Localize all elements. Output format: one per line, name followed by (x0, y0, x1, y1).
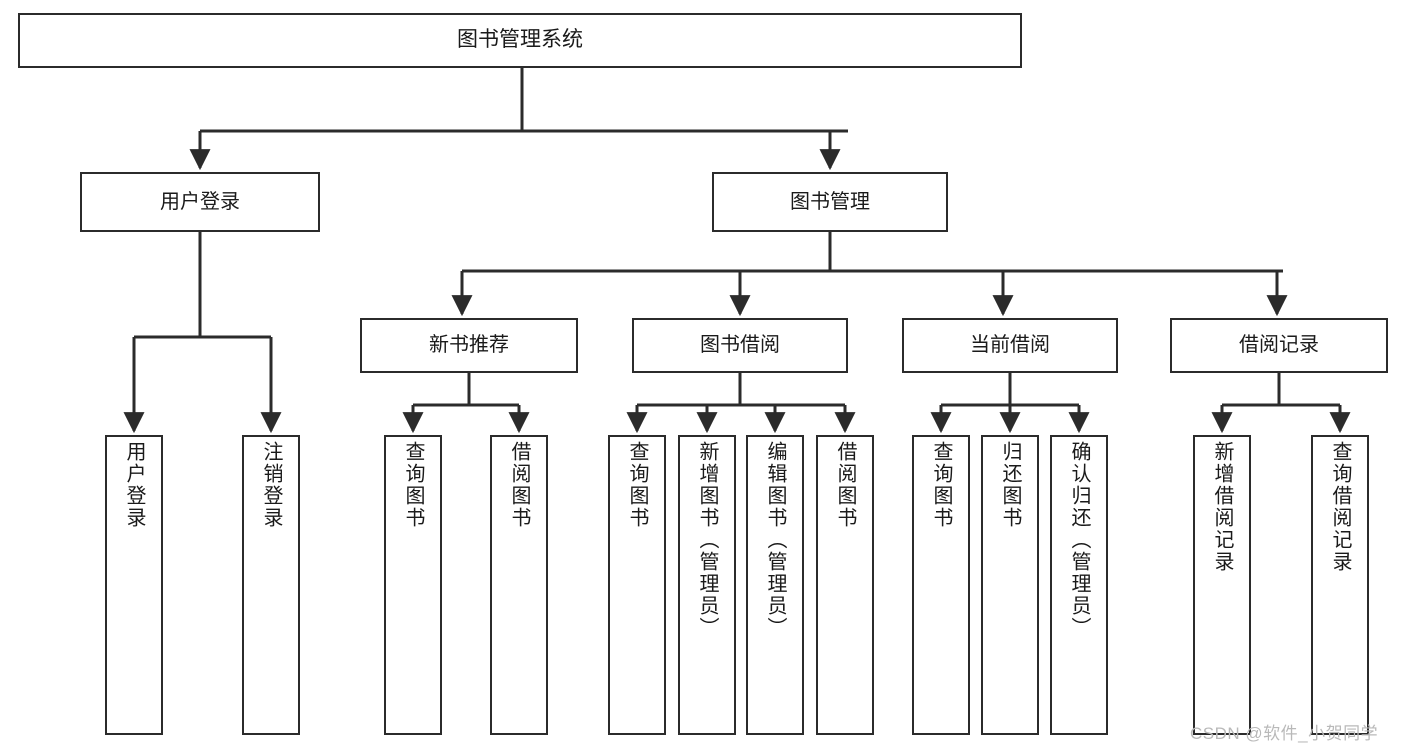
node-query-book-1[interactable]: 查询图书 (384, 435, 442, 735)
node-add-book-label: 新增图书（管理员） (696, 441, 718, 639)
node-query-book-1-label: 查询图书 (402, 441, 424, 529)
node-borrow-record-label: 借阅记录 (1239, 334, 1319, 356)
node-new-book-recommend[interactable]: 新书推荐 (360, 318, 578, 373)
node-user-logout-leaf-label: 注销登录 (260, 441, 282, 529)
node-edit-book-label: 编辑图书（管理员） (764, 441, 786, 639)
node-book-borrow[interactable]: 图书借阅 (632, 318, 848, 373)
node-borrow-book-1-label: 借阅图书 (508, 441, 530, 529)
node-book-borrow-label: 图书借阅 (700, 334, 780, 356)
node-current-borrow[interactable]: 当前借阅 (902, 318, 1118, 373)
node-book-management-label: 图书管理 (790, 190, 870, 213)
node-root-system[interactable]: 图书管理系统 (18, 13, 1022, 68)
node-borrow-book-2[interactable]: 借阅图书 (816, 435, 874, 735)
node-new-book-recommend-label: 新书推荐 (429, 334, 509, 356)
node-user-login[interactable]: 用户登录 (80, 172, 320, 232)
node-edit-book[interactable]: 编辑图书（管理员） (746, 435, 804, 735)
node-borrow-book-1[interactable]: 借阅图书 (490, 435, 548, 735)
node-query-book-3[interactable]: 查询图书 (912, 435, 970, 735)
node-user-login-leaf-label: 用户登录 (123, 441, 145, 529)
node-confirm-return-label: 确认归还（管理员） (1068, 441, 1090, 639)
node-add-borrow-record-label: 新增借阅记录 (1211, 441, 1233, 573)
node-query-borrow-record[interactable]: 查询借阅记录 (1311, 435, 1369, 735)
node-return-book-label: 归还图书 (999, 441, 1021, 529)
node-borrow-record[interactable]: 借阅记录 (1170, 318, 1388, 373)
node-user-login-leaf[interactable]: 用户登录 (105, 435, 163, 735)
node-root-system-label: 图书管理系统 (457, 28, 583, 52)
node-confirm-return[interactable]: 确认归还（管理员） (1050, 435, 1108, 735)
node-current-borrow-label: 当前借阅 (970, 334, 1050, 356)
node-query-borrow-record-label: 查询借阅记录 (1329, 441, 1351, 573)
node-return-book[interactable]: 归还图书 (981, 435, 1039, 735)
node-query-book-2[interactable]: 查询图书 (608, 435, 666, 735)
node-add-book[interactable]: 新增图书（管理员） (678, 435, 736, 735)
csdn-watermark: CSDN @软件_小贺同学 (1190, 724, 1379, 743)
node-borrow-book-2-label: 借阅图书 (834, 441, 856, 529)
node-query-book-2-label: 查询图书 (626, 441, 648, 529)
node-add-borrow-record[interactable]: 新增借阅记录 (1193, 435, 1251, 735)
node-user-login-label: 用户登录 (160, 190, 240, 213)
node-book-management[interactable]: 图书管理 (712, 172, 948, 232)
node-user-logout-leaf[interactable]: 注销登录 (242, 435, 300, 735)
node-query-book-3-label: 查询图书 (930, 441, 952, 529)
